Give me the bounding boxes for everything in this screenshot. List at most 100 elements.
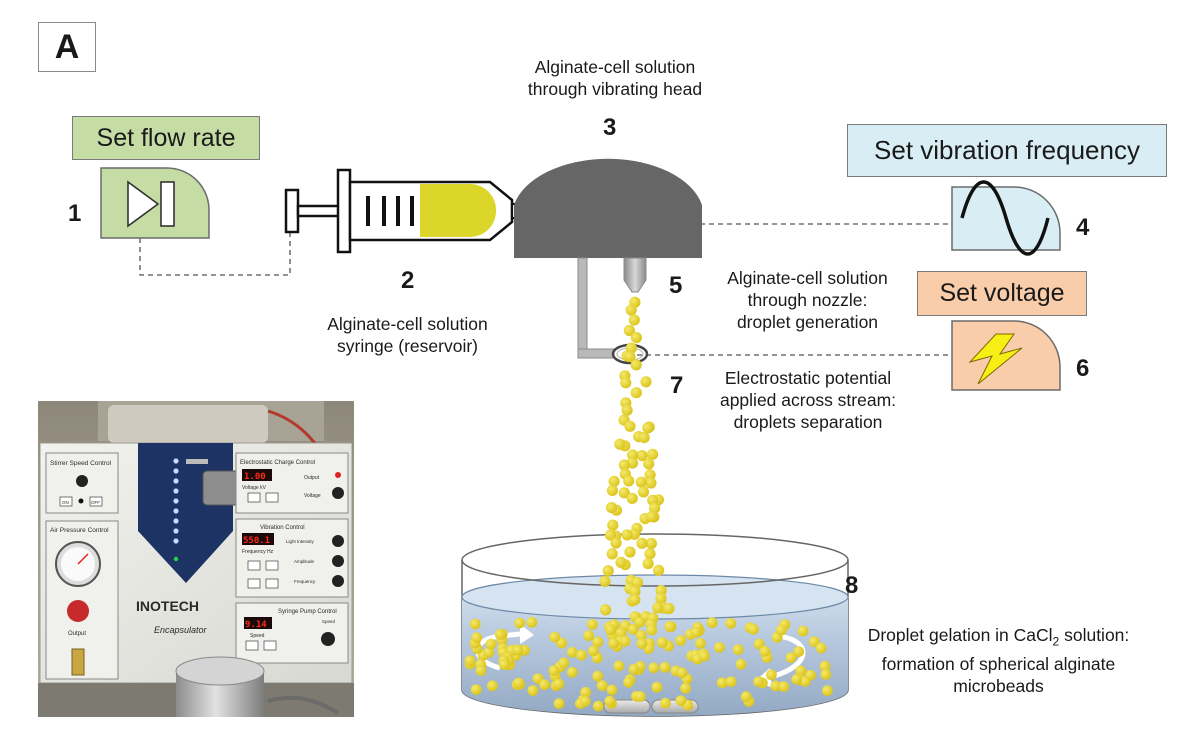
photo-output-label: Output: [304, 475, 320, 481]
step-8-caption-post: solution:: [1059, 625, 1130, 645]
droplet: [630, 387, 642, 399]
step-2-caption: Alginate-cell solution syringe (reservoi…: [295, 313, 520, 357]
microbead: [820, 669, 832, 680]
photo-pump-title: Syringe Pump Control: [278, 609, 337, 615]
step-2-caption-line-2: syringe (reservoir): [337, 336, 478, 356]
microbead: [498, 659, 510, 670]
droplet: [638, 432, 650, 444]
step-7-caption-line-2: applied across stream:: [719, 390, 897, 410]
photo-vibration-title: Vibration Control: [260, 525, 305, 531]
photo-air-title: Air Pressure Control: [50, 527, 109, 534]
photo-speed-display: 9.14: [245, 620, 267, 630]
photo-brand: INOTECH: [136, 598, 199, 614]
droplet: [610, 537, 622, 549]
droplet: [615, 627, 627, 639]
microbead: [748, 623, 759, 635]
voltage-generator-icon: [951, 320, 1061, 391]
step-5-caption: Alginate-cell solution through nozzle: d…: [700, 267, 915, 333]
droplet: [643, 458, 655, 470]
droplet: [645, 537, 658, 550]
droplet: [629, 586, 641, 598]
photo-stirrer-title: Stirrer Speed Control: [50, 460, 112, 467]
step-7-caption: Electrostatic potential applied across s…: [698, 367, 918, 433]
microbead: [485, 638, 497, 650]
microbead: [539, 679, 550, 690]
microbead: [527, 685, 539, 696]
microbead: [740, 691, 752, 703]
droplet: [640, 376, 652, 388]
microbead: [628, 663, 640, 675]
microbead: [753, 676, 764, 687]
droplet: [644, 548, 656, 560]
droplet: [663, 602, 675, 615]
microbead: [553, 698, 565, 709]
vibrating-head: [514, 158, 702, 258]
microbead: [675, 635, 687, 646]
microbead: [566, 646, 578, 658]
photo-stirrer-on: ON: [62, 500, 69, 505]
step-5-caption-line-1: Alginate-cell solution: [727, 268, 888, 288]
droplet: [621, 529, 633, 541]
step-2-number: 2: [401, 267, 415, 294]
droplet: [649, 502, 661, 514]
microbead: [471, 632, 483, 644]
microbead: [699, 650, 710, 662]
step-5-number: 5: [669, 272, 683, 299]
microbead: [548, 665, 560, 676]
droplet: [655, 593, 667, 605]
microbead: [791, 673, 803, 685]
droplet: [623, 324, 636, 337]
step-5-caption-line-2: through nozzle:: [747, 290, 868, 310]
photo-speed-label: Speed: [322, 619, 336, 624]
microbead: [487, 680, 498, 692]
photo-freq-display: 550.1: [243, 536, 270, 546]
microbead: [606, 684, 618, 696]
microbead: [648, 662, 660, 674]
droplet: [605, 502, 618, 514]
microbead: [470, 684, 482, 695]
step-2-caption-line-1: Alginate-cell solution: [327, 314, 488, 334]
microbead: [714, 642, 725, 653]
microbead: [753, 638, 765, 650]
microbead: [513, 677, 525, 689]
droplet: [607, 519, 619, 531]
photo-frequency-label: Frequency: [294, 579, 316, 584]
microbead: [635, 691, 646, 702]
droplet: [637, 486, 650, 498]
step-8-number: 8: [845, 572, 859, 599]
photo-air-output: Output: [68, 631, 86, 637]
voltage-box: Set voltage: [917, 271, 1087, 316]
droplet: [629, 594, 641, 606]
droplet: [646, 511, 658, 523]
microbead: [793, 646, 805, 657]
droplet: [624, 420, 636, 432]
droplet: [620, 377, 632, 389]
microbead: [592, 700, 604, 712]
microbead: [586, 619, 598, 630]
microbead: [795, 665, 807, 677]
droplet: [623, 475, 635, 487]
microbead: [822, 685, 833, 697]
microbead: [799, 676, 811, 687]
microbead: [605, 624, 617, 636]
photo-voltage-unit: Voltage kV: [242, 485, 267, 491]
step-8-caption-line-2: formation of spherical alginate: [881, 653, 1116, 674]
microbead: [512, 644, 524, 656]
microbead: [659, 661, 671, 673]
step-7-caption-line-3: droplets separation: [733, 412, 883, 432]
microbead: [634, 616, 646, 628]
microbead: [759, 645, 771, 657]
microbead: [725, 617, 737, 629]
step-3-caption-line-1: Alginate-cell solution: [534, 57, 696, 77]
step-6-number: 6: [1076, 355, 1090, 382]
microbead: [660, 697, 671, 709]
sine-wave-icon: [960, 180, 1050, 256]
step-8-caption: Droplet gelation in CaCl2 solution: form…: [836, 624, 1161, 697]
droplet: [630, 359, 642, 371]
microbead: [469, 618, 481, 630]
microbead: [716, 677, 728, 689]
microbead: [770, 680, 782, 692]
droplet: [624, 351, 636, 363]
droplet: [631, 577, 644, 589]
droplet: [636, 537, 648, 549]
